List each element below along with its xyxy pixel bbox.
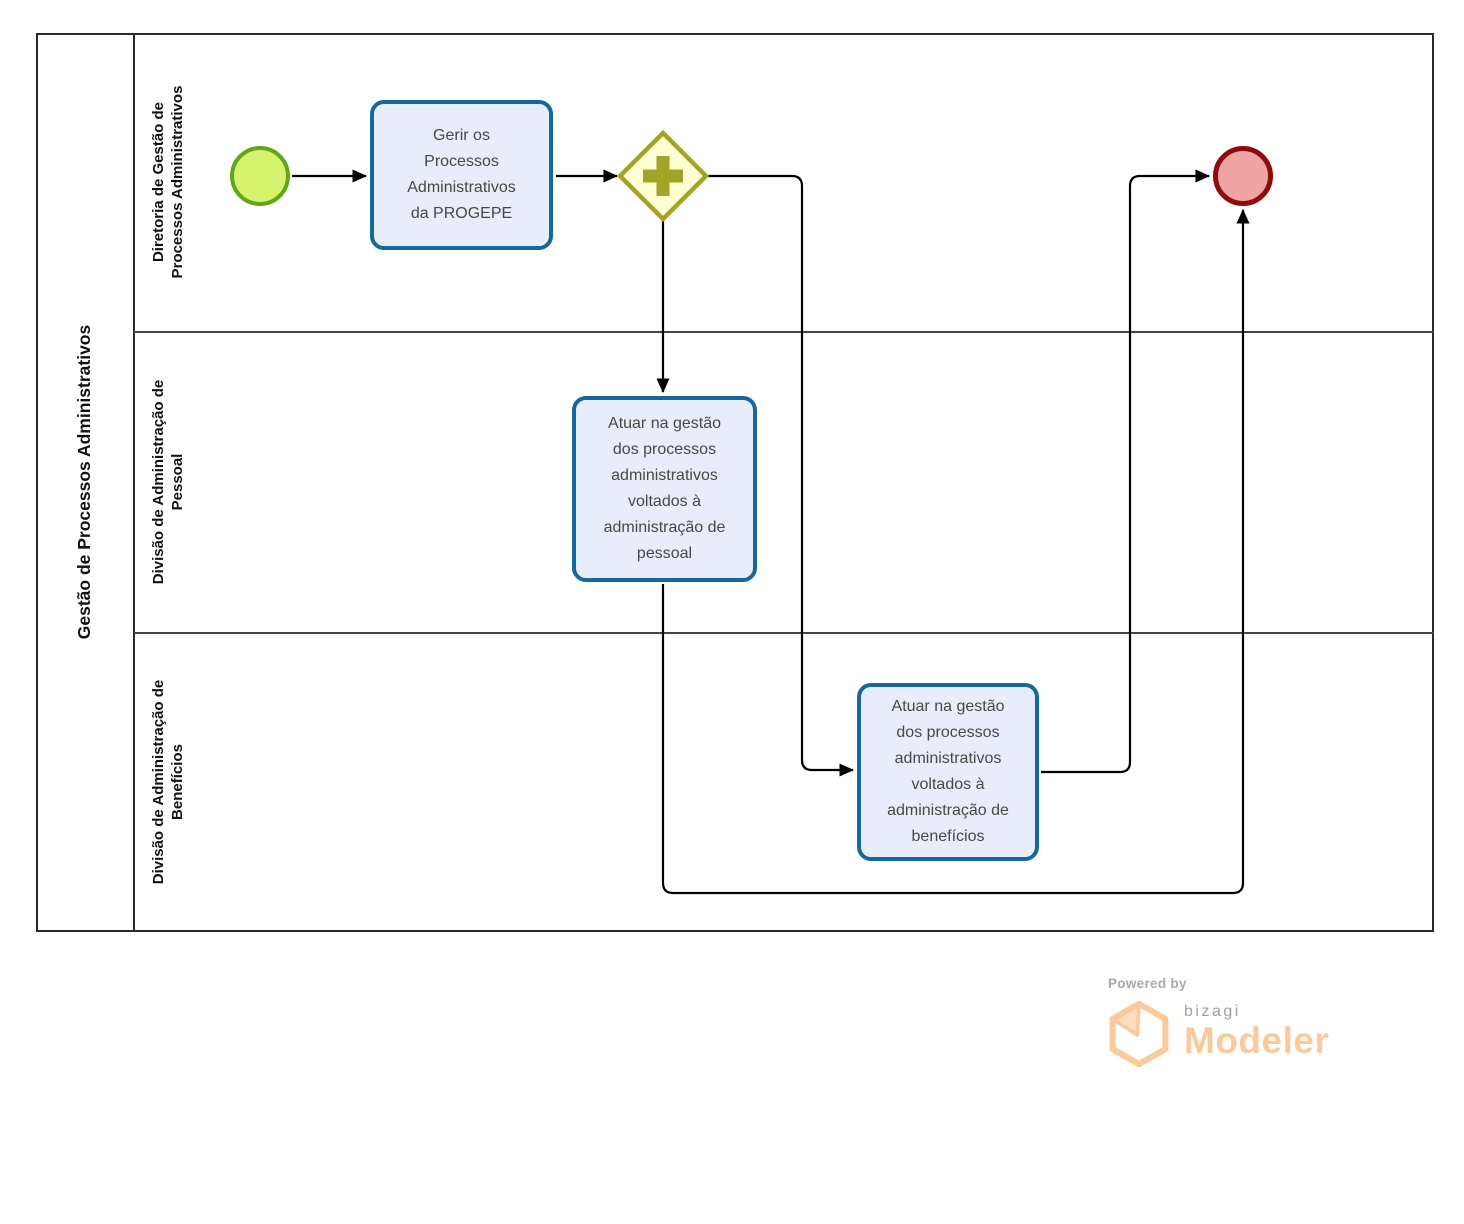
logo-row: bizagi Modeler	[1108, 1001, 1329, 1067]
bizagi-modeler-logo: Powered by bizagi Modeler	[1108, 976, 1329, 1067]
lane-divider-2	[134, 632, 1434, 634]
task-label: Gerir os Processos Administrativos da PR…	[407, 127, 516, 222]
modeler-wordmark: Modeler	[1184, 1020, 1330, 1061]
task-gerir-processos[interactable]: Gerir os Processos Administrativos da PR…	[370, 100, 553, 250]
bizagi-hexagon-icon	[1109, 1001, 1169, 1067]
lane-divider-1	[134, 331, 1434, 333]
task-atuar-pessoal[interactable]: Atuar na gestão dos processos administra…	[572, 396, 757, 582]
flow-gateway-to-beneficios[interactable]	[706, 174, 854, 777]
pool-header-divider	[133, 33, 135, 932]
task-label: Atuar na gestão dos processos administra…	[603, 415, 726, 562]
flow-pessoal-to-end[interactable]	[661, 209, 1250, 895]
task-label: Atuar na gestão dos processos administra…	[887, 698, 1009, 845]
logo-text: bizagi Modeler	[1184, 1001, 1329, 1061]
gateway-plus-icon	[656, 156, 670, 196]
task-atuar-beneficios[interactable]: Atuar na gestão dos processos administra…	[857, 683, 1039, 861]
powered-by-label: Powered by	[1108, 976, 1187, 991]
flow-beneficios-to-end[interactable]	[1041, 169, 1210, 774]
bizagi-wordmark: bizagi	[1184, 1003, 1241, 1020]
parallel-gateway[interactable]	[616, 129, 710, 223]
start-event[interactable]	[230, 146, 290, 206]
end-event[interactable]	[1213, 146, 1273, 206]
